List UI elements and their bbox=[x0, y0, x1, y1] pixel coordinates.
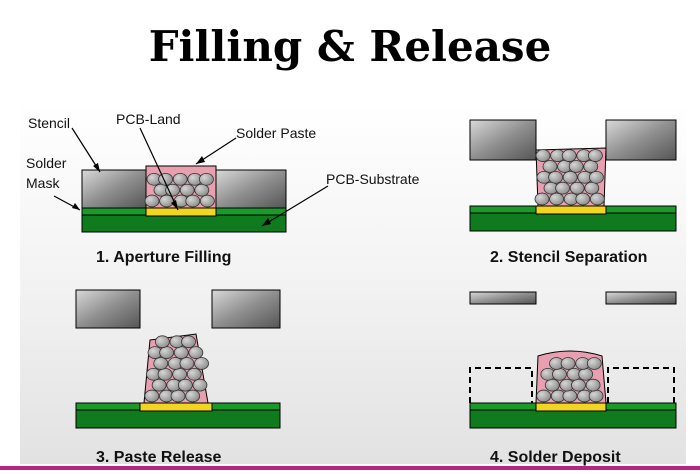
paste-balls bbox=[536, 357, 604, 403]
paste-particle bbox=[535, 149, 551, 162]
step-paste-release: 3. Paste Release bbox=[96, 449, 222, 466]
pcb-land bbox=[535, 402, 607, 412]
paste-particle bbox=[172, 367, 188, 381]
label-mask: Mask bbox=[26, 175, 60, 191]
substrate bbox=[469, 212, 677, 232]
accent-line bbox=[0, 466, 700, 470]
paste-particle bbox=[144, 194, 160, 208]
paste-particle bbox=[188, 346, 204, 359]
panel-aperture-filling bbox=[81, 165, 287, 233]
paste-particle bbox=[194, 183, 210, 197]
stencil-left bbox=[81, 169, 147, 209]
paste-particle bbox=[192, 378, 208, 392]
step-stencil-separation: 2. Stencil Separation bbox=[490, 249, 647, 266]
pcb-land bbox=[139, 402, 213, 412]
paste-particle bbox=[562, 170, 578, 184]
paste-particle bbox=[185, 194, 201, 208]
label-solder-paste: Solder Paste bbox=[236, 125, 316, 141]
stencil-right bbox=[215, 169, 287, 209]
paste-particle bbox=[534, 192, 550, 206]
panel-solder-deposit bbox=[469, 291, 677, 429]
paste-particle bbox=[589, 170, 604, 184]
paste-particle bbox=[549, 192, 564, 206]
paste-particle bbox=[177, 378, 193, 392]
paste-particle bbox=[181, 335, 196, 349]
label-stencil: Stencil bbox=[28, 115, 70, 131]
arrowhead bbox=[171, 200, 178, 210]
label-pcb-land: PCB-Land bbox=[116, 111, 181, 127]
paste-particle bbox=[179, 183, 195, 197]
paste-particle bbox=[571, 378, 586, 392]
paste-particle bbox=[575, 192, 591, 206]
paste-particle bbox=[584, 181, 600, 195]
step-solder-deposit: 4. Solder Deposit bbox=[490, 449, 621, 466]
paste-particle bbox=[544, 378, 560, 392]
paste-particle bbox=[578, 367, 594, 381]
paste-particle bbox=[586, 357, 602, 370]
panel-paste-release bbox=[75, 289, 281, 429]
leader-pcb-substrate bbox=[261, 185, 329, 227]
leader-pcb-land bbox=[139, 127, 179, 211]
paste-particle bbox=[561, 149, 577, 162]
arrowhead bbox=[72, 203, 80, 210]
paste-particle bbox=[151, 378, 167, 392]
arrowhead bbox=[196, 156, 205, 164]
paste-particle bbox=[172, 172, 188, 186]
paste-particle bbox=[194, 357, 209, 370]
paste-particle bbox=[555, 181, 570, 195]
paste-particle bbox=[588, 149, 603, 162]
paste-particle bbox=[153, 357, 169, 370]
paste-particle bbox=[552, 367, 567, 381]
paste-particle bbox=[179, 357, 195, 370]
stencil-right-thin bbox=[605, 291, 677, 305]
paste-particle bbox=[536, 389, 552, 403]
stencil-left-thin bbox=[469, 291, 537, 305]
label-solder: Solder bbox=[26, 155, 67, 171]
paste-particle bbox=[144, 389, 160, 403]
paste-particle bbox=[585, 378, 601, 392]
paste-particle bbox=[588, 389, 604, 403]
substrate bbox=[81, 214, 287, 233]
substrate bbox=[75, 409, 281, 429]
stencil-right bbox=[211, 289, 281, 329]
paste-particle bbox=[157, 367, 173, 381]
paste-particle bbox=[159, 346, 175, 359]
pcb-land bbox=[145, 207, 217, 217]
paste-balls bbox=[534, 149, 605, 206]
stencil-outline-right bbox=[607, 367, 675, 403]
stencil-right bbox=[605, 119, 677, 161]
paste-particle bbox=[542, 160, 558, 173]
paste-balls bbox=[144, 172, 215, 208]
paste-particle bbox=[185, 389, 201, 403]
paste-particle bbox=[154, 335, 170, 349]
callouts: Stencil PCB-Land Solder Paste Solder Mas… bbox=[26, 111, 420, 227]
stencil-left bbox=[469, 119, 537, 161]
paste-particle bbox=[548, 170, 563, 184]
stencil-outline-left bbox=[469, 367, 533, 403]
arrowhead bbox=[93, 163, 100, 172]
paste-particle bbox=[569, 181, 585, 195]
paste-particle bbox=[170, 389, 186, 403]
paste-particle bbox=[568, 160, 584, 173]
page-title: Filling & Release bbox=[148, 22, 552, 71]
arrowhead bbox=[262, 218, 271, 226]
paste-particle bbox=[165, 183, 181, 197]
paste-particle bbox=[560, 357, 576, 370]
stencil-left bbox=[75, 289, 141, 329]
paste-particle bbox=[590, 192, 605, 206]
paste-particle bbox=[173, 346, 189, 359]
paste-particle bbox=[583, 160, 599, 173]
paste-particle bbox=[186, 367, 202, 381]
paste-particle bbox=[562, 389, 578, 403]
paste-particle bbox=[198, 172, 214, 186]
substrate bbox=[469, 409, 677, 429]
label-pcb-substrate: PCB-Substrate bbox=[326, 171, 420, 187]
panel-stencil-separation bbox=[469, 119, 677, 232]
step-aperture-filling: 1. Aperture Filling bbox=[96, 249, 231, 266]
pcb-land bbox=[535, 205, 607, 215]
paste-balls bbox=[144, 335, 209, 403]
paste-particle bbox=[199, 194, 215, 208]
